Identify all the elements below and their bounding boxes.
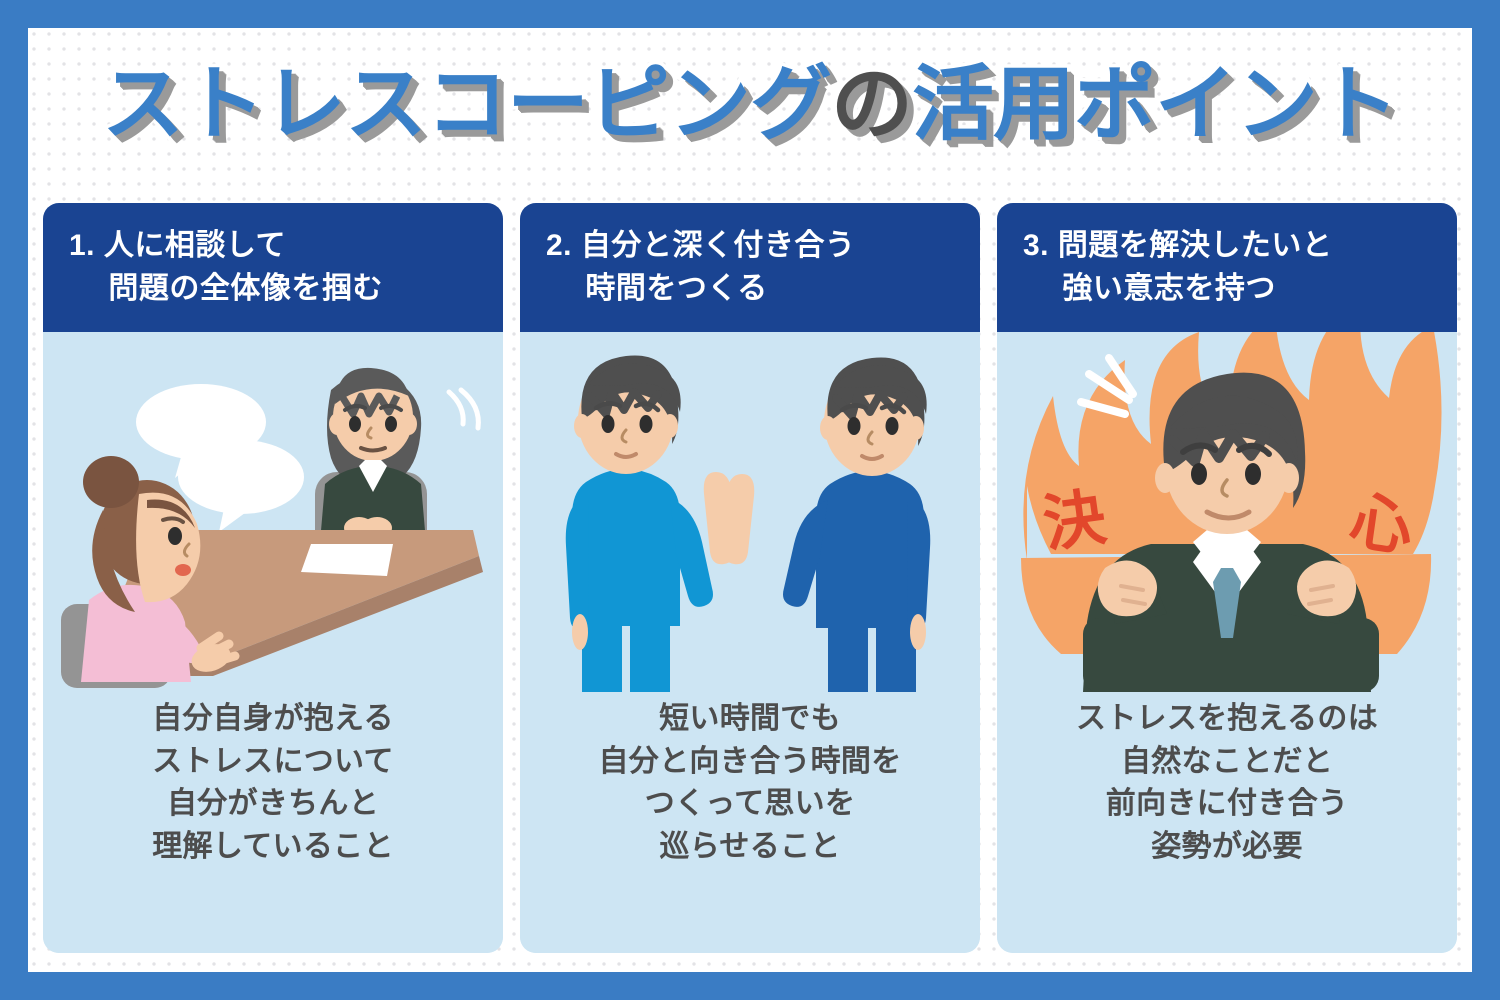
card-1-header: 1. 人に相談して 問題の全体像を掴む	[43, 203, 503, 333]
title-segment-3: 活用ポイント	[908, 56, 1402, 154]
page-title: ストレスコーピングの活用ポイント	[28, 56, 1472, 188]
card-3-caption-text: ストレスを抱えるのは 自然なことだと 前向きに付き合う 姿勢が必要	[1075, 702, 1379, 863]
card-3-caption: ストレスを抱えるのは 自然なことだと 前向きに付き合う 姿勢が必要	[1066, 692, 1388, 953]
card-1-body: 自分自身が抱える ストレスについて 自分がきちんと 理解していること	[43, 332, 503, 953]
kanji-right: 心	[1346, 487, 1417, 564]
card-3-header: 3. 問題を解決したいと 強い意志を持つ	[997, 203, 1457, 333]
paper-area: ストレスコーピングの活用ポイント 1. 人に相談して 問題の全体像を掴む	[28, 28, 1472, 972]
card-row: 1. 人に相談して 問題の全体像を掴む	[43, 203, 1457, 953]
card-2-header-text: 2. 自分と深く付き合う 時間をつくる	[546, 229, 856, 305]
two-people-palms-illustration	[520, 332, 980, 693]
card-1: 1. 人に相談して 問題の全体像を掴む	[43, 203, 503, 953]
card-2-body: 短い時間でも 自分と向き合う時間を つくって思いを 巡らせること	[520, 332, 980, 953]
card-3-body: 決 心	[997, 332, 1457, 953]
card-3-header-text: 3. 問題を解決したいと 強い意志を持つ	[1023, 229, 1333, 305]
card-2: 2. 自分と深く付き合う 時間をつくる	[520, 203, 980, 953]
card-3: 3. 問題を解決したいと 強い意志を持つ 決 心	[997, 203, 1457, 953]
title-segment-1: ストレスコーピング	[98, 56, 835, 154]
card-2-caption: 短い時間でも 自分と向き合う時間を つくって思いを 巡らせること	[589, 692, 912, 953]
card-1-header-text: 1. 人に相談して 問題の全体像を掴む	[69, 229, 383, 305]
title-segment-2: の	[827, 56, 916, 154]
card-2-caption-text: 短い時間でも 自分と向き合う時間を つくって思いを 巡らせること	[598, 702, 902, 863]
kanji-left: 決	[1039, 483, 1110, 560]
card-1-caption: 自分自身が抱える ストレスについて 自分がきちんと 理解していること	[142, 692, 404, 953]
page-title-text: ストレスコーピングの活用ポイント	[98, 56, 1402, 154]
determined-man-illustration: 決 心	[997, 332, 1457, 693]
card-2-header: 2. 自分と深く付き合う 時間をつくる	[520, 203, 980, 333]
consultation-illustration	[43, 332, 503, 693]
card-1-caption-text: 自分自身が抱える ストレスについて 自分がきちんと 理解していること	[152, 702, 394, 863]
